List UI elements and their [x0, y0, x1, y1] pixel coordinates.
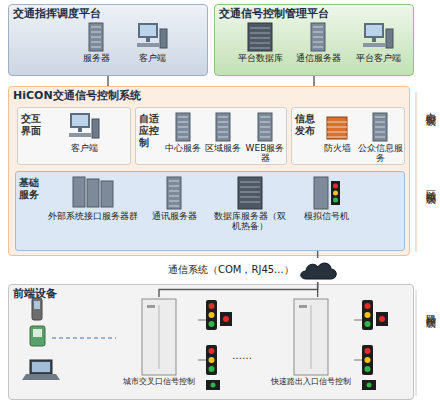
client-node: 客户端 — [127, 21, 177, 73]
server-node: 通讯服务器 — [142, 175, 206, 249]
device-label: 外部系统接口服务器群 — [48, 211, 138, 221]
server-icon — [244, 111, 286, 143]
server-icon — [142, 175, 206, 211]
module-group: 客户端交互界面 — [17, 107, 131, 165]
cloud-icon — [298, 259, 338, 281]
device-panel: 城市交叉口信号控制 快速路出入口信号控制 前端设备 — [8, 284, 414, 400]
panel-title: 前端设备 — [13, 287, 57, 300]
link-line — [107, 76, 108, 86]
group-title: 信息发布 — [295, 113, 319, 137]
server-node: 通信服务器 — [291, 21, 345, 73]
panel-title: 交通指挥调度平台 — [13, 7, 101, 20]
module-group: 防火墙公众信息服务 信息发布 — [291, 107, 405, 165]
device-label: 模拟信号机 — [294, 211, 358, 221]
pc-icon — [127, 21, 177, 53]
signal-icon — [294, 175, 358, 211]
platform-panel: 服务器客户端 交通指挥调度平台 — [8, 4, 208, 76]
server-node: 公众信息服务 — [356, 111, 404, 163]
device-label: 中心服务 — [164, 143, 202, 153]
link-line — [313, 76, 314, 86]
device-label: 区域服务 — [204, 143, 242, 153]
db-icon — [210, 175, 290, 211]
platform-panel: 平台数据库通信服务器平台客户端 交通信号控制管理平台 — [214, 4, 414, 76]
group-title: 基础服务 — [19, 177, 45, 201]
device-label: 通讯服务器 — [142, 211, 206, 221]
device-label: 城市交叉口信号控制 — [119, 377, 199, 386]
controller-cabinet: 城市交叉口信号控制 — [119, 297, 199, 397]
level-label: 区域控制级 — [420, 182, 436, 246]
panel-title: HiCON交通信号控制系统 — [13, 89, 141, 102]
ellipsis-label: …… — [232, 350, 262, 362]
device-label: 平台数据库 — [233, 53, 287, 63]
device-label: 平台客户端 — [351, 53, 405, 63]
server-node: 中心服务 — [164, 111, 202, 163]
group-title: 自适应控制 — [139, 113, 163, 149]
level-label: 路口控制级 — [420, 306, 436, 370]
network-label: 通信系统（COM，RJ45...） — [168, 264, 294, 276]
server-icon — [291, 21, 345, 53]
device-label: 客户端 — [127, 53, 177, 63]
controller-cabinet: 快速路出入口信号控制 — [267, 297, 355, 397]
server-node: WEB服务器 — [244, 111, 286, 163]
database-node: 数据库服务器（双机热备） — [210, 175, 290, 249]
device-label: 数据库服务器（双机热备） — [210, 211, 290, 231]
service-band: 外部系统接口服务器群通讯服务器数据库服务器（双机热备） 模拟信号机 基础服务 — [15, 171, 405, 251]
module-group: 中心服务区域服务WEB服务器 自适应控制 — [135, 107, 287, 165]
rack-icon — [48, 175, 138, 211]
device-label: 客户端 — [54, 143, 114, 153]
panel-title: 交通信号控制管理平台 — [219, 7, 329, 20]
device-label: 通信服务器 — [291, 53, 345, 63]
cabinet-icon — [267, 297, 355, 377]
system-panel: 客户端交互界面中心服务区域服务WEB服务器 自适应控制防火墙公众信息服务 信息发布外… — [8, 86, 410, 256]
device-label: WEB服务器 — [244, 143, 286, 163]
server-node: 服务器 — [71, 21, 121, 73]
server-icon — [356, 111, 404, 143]
db-icon — [233, 21, 287, 53]
firewall-node: 防火墙 — [320, 111, 354, 163]
client-node: 客户端 — [54, 111, 114, 163]
server-node: 区域服务 — [204, 111, 242, 163]
device-label: 服务器 — [71, 53, 121, 63]
device-label: 防火墙 — [320, 143, 354, 153]
client-node: 平台客户端 — [351, 21, 405, 73]
server-icon — [71, 21, 121, 53]
level-label: 中心控制级 — [420, 104, 436, 168]
simulator-node: 模拟信号机 — [294, 175, 358, 249]
database-node: 平台数据库 — [233, 21, 287, 73]
pc-icon — [351, 21, 405, 53]
group-title: 交互界面 — [21, 113, 45, 137]
device-label: 快速路出入口信号控制 — [267, 377, 355, 386]
network-node: 通信系统（COM，RJ45...） — [168, 258, 348, 282]
firewall-icon — [320, 111, 354, 143]
server-icon — [204, 111, 242, 143]
pc-icon — [54, 111, 114, 143]
cabinet-icon — [119, 297, 199, 377]
level-brackets — [416, 92, 417, 396]
device-label: 公众信息服务 — [356, 143, 404, 163]
server-group-node: 外部系统接口服务器群 — [48, 175, 138, 249]
server-icon — [164, 111, 202, 143]
